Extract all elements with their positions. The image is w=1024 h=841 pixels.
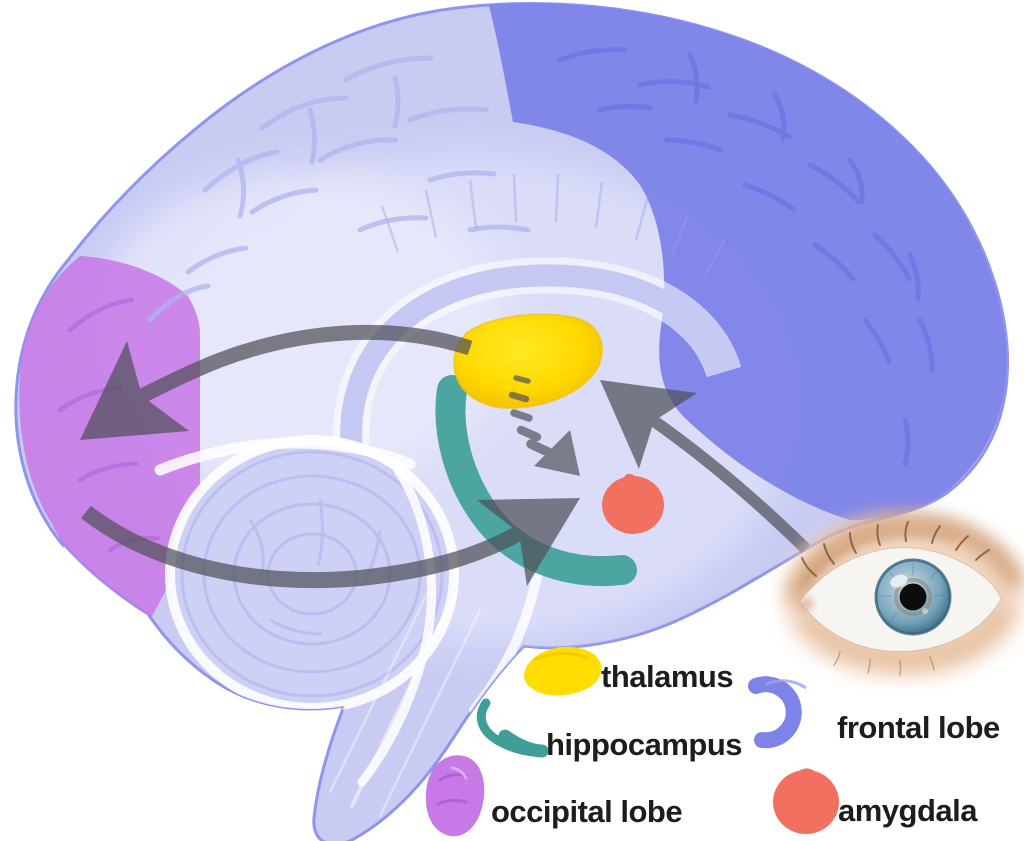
legend-label-hippocampus: hippocampus: [546, 727, 743, 762]
radial-striations: [380, 173, 726, 279]
iris-hazel-ring: [894, 578, 932, 616]
thalamus-swatch: [524, 646, 602, 696]
amygdala-region: [602, 473, 664, 534]
legend-label-amygdala: amygdala: [838, 793, 978, 828]
eye-brow-shadow: [787, 515, 1024, 603]
eye-illustration: [783, 515, 1024, 679]
iris-limbal-ring: [874, 558, 952, 636]
frontal-folds: [557, 47, 935, 467]
frontal-lobe-swatch: [748, 676, 807, 749]
arrow-thalamus-to-occipital: [80, 324, 473, 440]
eye-pupil: [899, 583, 927, 611]
pathway-arrows: [80, 324, 811, 589]
frontal-lobe-region: [488, 3, 1007, 520]
legend-label-thalamus: thalamus: [601, 659, 734, 694]
arrow-eye-to-thalamus: [600, 380, 811, 554]
eye-highlight-small: [922, 608, 928, 614]
thalamus-region: [453, 313, 603, 410]
eye-lower-lid: [801, 607, 1011, 664]
occipital-lobe-swatch: [425, 755, 485, 837]
legend-label-occipital-lobe: occipital lobe: [491, 794, 683, 829]
arrow-thalamus-to-amygdala-dashed: [508, 375, 580, 476]
eye-crease: [800, 531, 956, 586]
eye-lashes: [801, 521, 990, 577]
eye-lower-lashes: [833, 651, 935, 676]
occipital-lobe-region: [19, 256, 200, 627]
hippocampus-swatch: [476, 698, 549, 758]
eye-inner-corner: [799, 597, 813, 611]
legend-swatches: [425, 646, 839, 837]
hippocampus-region: [435, 375, 637, 586]
cortex-folds: [147, 55, 531, 323]
corpus-callosum: [333, 257, 742, 454]
legend-label-frontal-lobe: frontal lobe: [837, 710, 1000, 745]
eye-highlight: [890, 574, 908, 588]
arrow-occipital-to-amygdala: [81, 498, 580, 589]
amygdala-swatch: [773, 768, 839, 834]
